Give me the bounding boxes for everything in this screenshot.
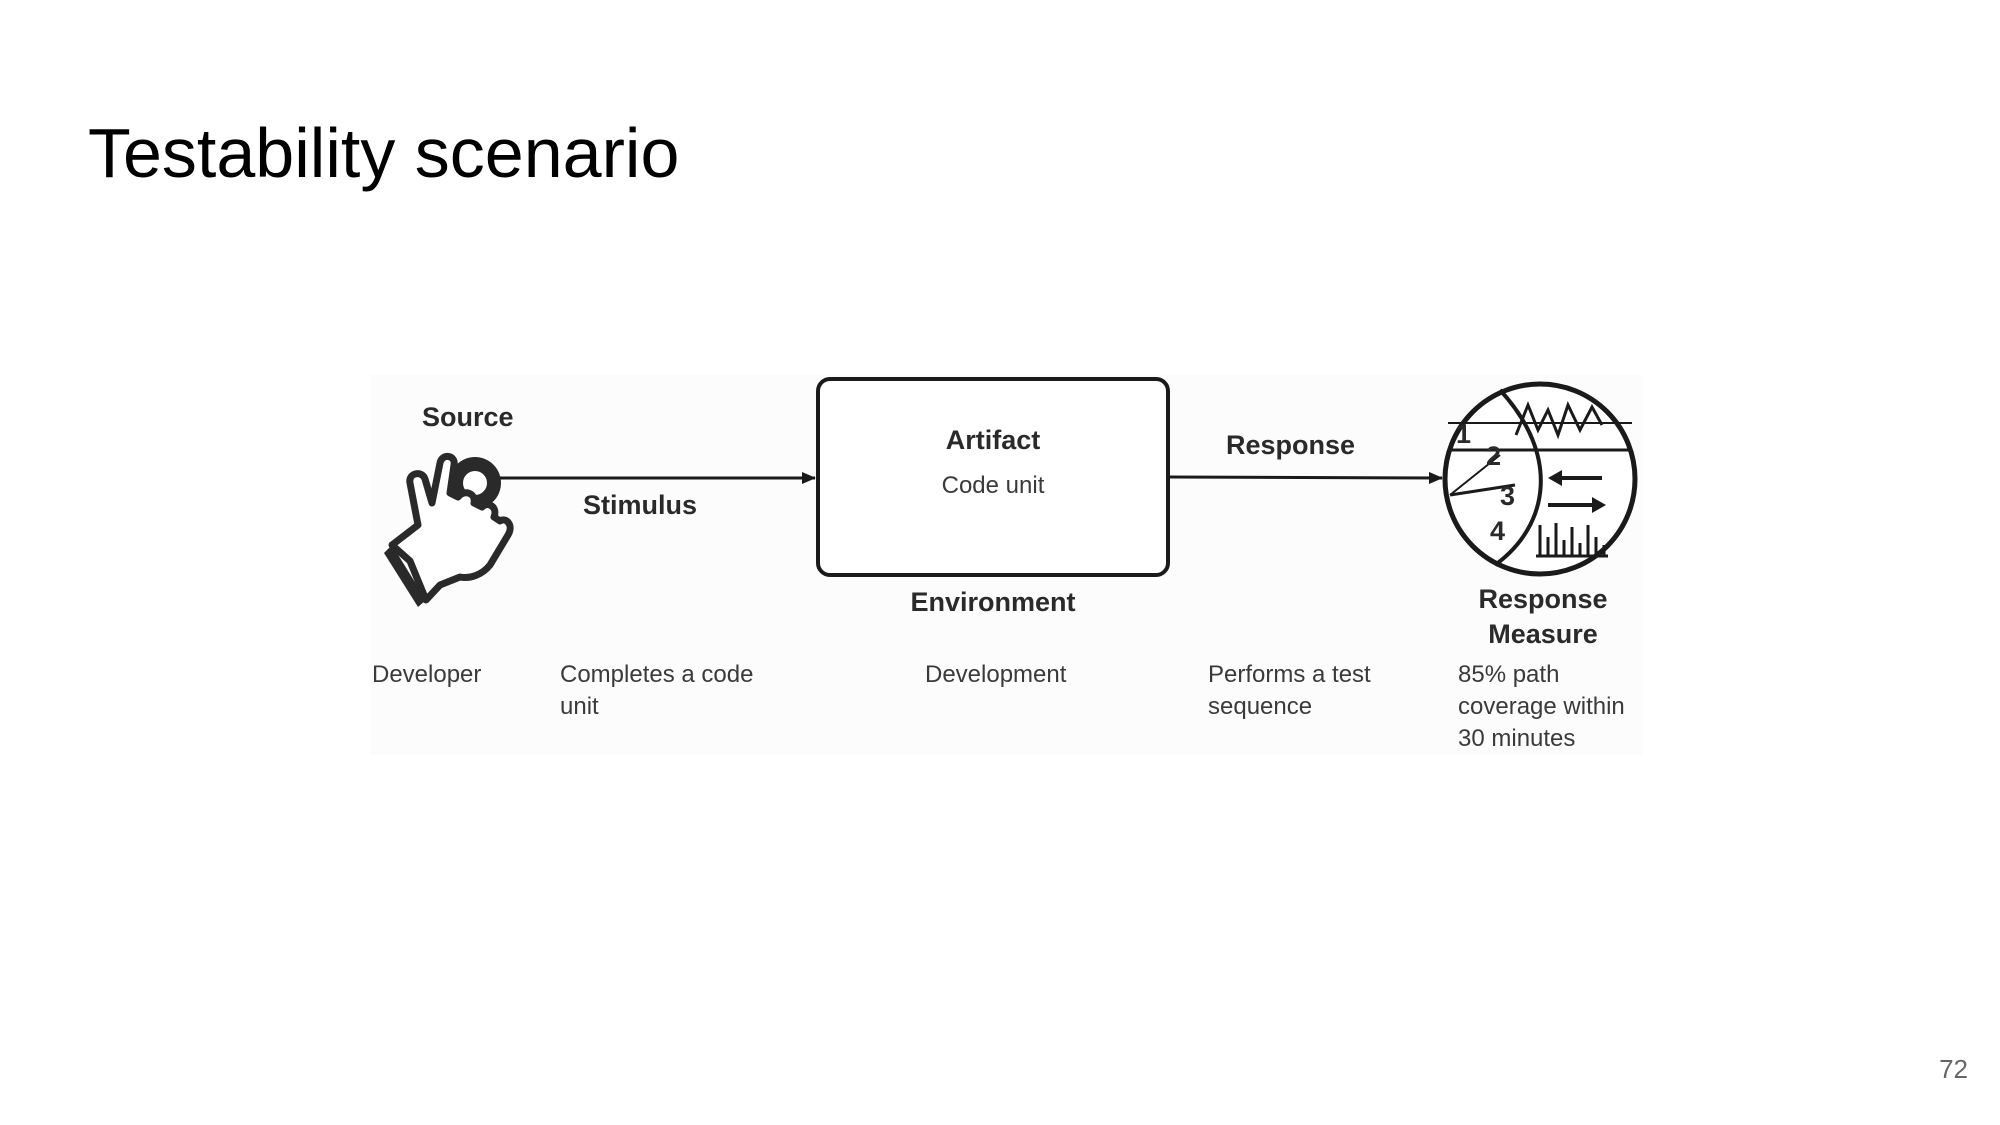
stimulus-value-line1: Completes a code bbox=[560, 661, 753, 688]
response-value-line2: sequence bbox=[1208, 693, 1312, 720]
response-value-line1: Performs a test bbox=[1208, 661, 1371, 688]
measure-value-line2: coverage within bbox=[1458, 693, 1625, 720]
hand-pointer-icon bbox=[384, 453, 514, 607]
source-label: Source bbox=[422, 402, 514, 432]
gauge-number-4: 4 bbox=[1490, 516, 1505, 546]
gauge-number-3: 3 bbox=[1500, 481, 1515, 511]
artifact-label: Artifact bbox=[946, 425, 1041, 455]
stimulus-value-line2: unit bbox=[560, 693, 599, 720]
stimulus-label: Stimulus bbox=[583, 490, 697, 520]
response-measure-label-line2: Measure bbox=[1488, 619, 1598, 649]
scenario-diagram: Source Stimulus Artifact Code unit Envir… bbox=[370, 375, 1642, 755]
source-value: Developer bbox=[372, 661, 481, 688]
environment-label: Environment bbox=[910, 587, 1075, 617]
response-measure-label-line1: Response bbox=[1478, 584, 1607, 614]
response-label: Response bbox=[1226, 430, 1355, 460]
gauge-number-1: 1 bbox=[1456, 419, 1471, 449]
environment-value: Development bbox=[925, 661, 1067, 688]
artifact-value: Code unit bbox=[942, 472, 1045, 499]
response-measure-gauge-icon: 1 2 3 4 bbox=[1442, 381, 1638, 577]
page-number: 72 bbox=[1939, 1054, 1968, 1084]
measure-value-line1: 85% path bbox=[1458, 661, 1559, 688]
scenario-diagram-svg: Source Stimulus Artifact Code unit Envir… bbox=[372, 377, 1638, 752]
response-arrow bbox=[1169, 471, 1443, 484]
slide-title: Testability scenario bbox=[88, 114, 680, 192]
artifact-box bbox=[816, 377, 1170, 577]
gauge-number-2: 2 bbox=[1486, 441, 1501, 471]
measure-value-line3: 30 minutes bbox=[1458, 725, 1575, 752]
